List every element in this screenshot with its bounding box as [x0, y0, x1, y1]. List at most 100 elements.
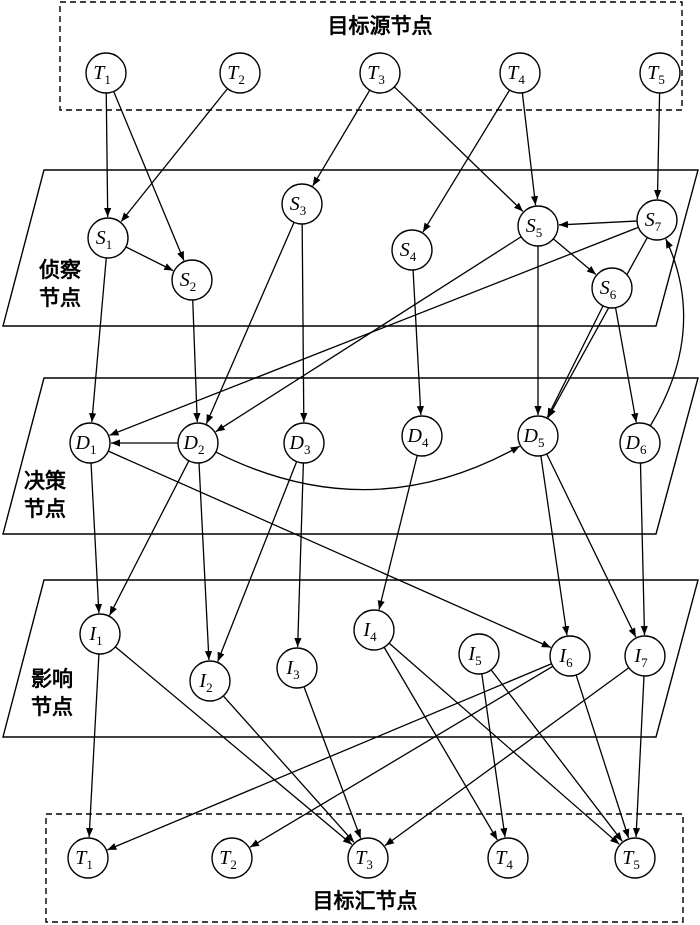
node-label: S2 — [180, 269, 197, 294]
edge-i6-to-tk2 — [249, 665, 554, 848]
edge-i5-to-tk5 — [490, 669, 623, 842]
node-d5: D5 — [517, 415, 559, 457]
node-letter: T — [367, 62, 380, 84]
node-subscript: 6 — [610, 287, 617, 302]
node-letter: D — [289, 432, 305, 454]
node-subscript: 6 — [640, 442, 647, 457]
node-circle — [636, 199, 678, 241]
recon-label-line2: 节点 — [39, 285, 81, 310]
node-label: I4 — [362, 619, 377, 644]
node-circle — [347, 837, 389, 879]
node-circle — [359, 52, 401, 94]
node-i1: I1 — [79, 613, 121, 655]
node-circle — [69, 422, 111, 464]
node-i2: I2 — [189, 660, 231, 702]
node-letter: I — [198, 670, 207, 692]
node-label: D1 — [75, 432, 97, 457]
edge-ts3-to-s3 — [312, 89, 371, 187]
node-label: I3 — [285, 657, 299, 682]
node-d3: D3 — [283, 422, 325, 464]
node-subscript: 3 — [300, 203, 307, 218]
node-letter: D — [75, 432, 91, 454]
node-letter: I — [633, 645, 642, 667]
edge-d4-to-i4 — [377, 455, 418, 610]
edge-s4-to-d4 — [412, 269, 424, 416]
node-d4: D4 — [401, 415, 443, 457]
edge-s1-to-d1 — [89, 257, 107, 423]
node-letter: I — [88, 623, 97, 645]
node-subscript: 5 — [475, 653, 482, 668]
edge-i2-to-tk3 — [222, 695, 355, 843]
node-s6: S6 — [591, 267, 633, 309]
node-s3: S3 — [281, 183, 323, 225]
node-s1: S1 — [87, 217, 129, 259]
edge-i6-to-tk1 — [107, 663, 552, 851]
node-letter: I — [558, 645, 567, 667]
node-circle — [283, 422, 325, 464]
sink-group-label: 目标汇节点 — [313, 888, 418, 913]
edge-s7-to-d5 — [547, 237, 648, 418]
node-label: S4 — [400, 239, 417, 264]
node-circle — [517, 205, 559, 247]
edge-d6-to-i7 — [639, 462, 648, 636]
decision-plane — [2, 377, 699, 535]
node-subscript: 3 — [304, 442, 311, 457]
node-circle — [276, 647, 318, 689]
node-circle — [67, 837, 109, 879]
node-subscript: 1 — [104, 72, 111, 87]
node-circle — [499, 52, 541, 94]
node-circle — [549, 635, 591, 677]
node-tk3: T3 — [347, 837, 389, 879]
node-letter: D — [625, 432, 641, 454]
node-s7: S7 — [636, 199, 678, 241]
node-label: I1 — [88, 623, 102, 648]
edge-s7-to-d1 — [109, 226, 639, 436]
node-subscript: 6 — [566, 655, 573, 670]
edge-s6-to-d6 — [614, 307, 639, 423]
node-label: D6 — [625, 432, 647, 457]
node-label: T4 — [495, 847, 513, 872]
node-subscript: 2 — [206, 680, 213, 695]
edge-s1-to-s2 — [125, 246, 174, 272]
edge-s6-to-d5 — [546, 305, 604, 418]
node-s4: S4 — [391, 229, 433, 271]
edge-ts4-to-s5 — [521, 92, 539, 206]
edge-ts4-to-s4 — [422, 89, 511, 233]
node-letter: T — [355, 847, 368, 869]
node-subscript: 7 — [641, 655, 648, 670]
node-subscript: 3 — [293, 667, 300, 682]
node-circle — [219, 52, 261, 94]
node-label: S3 — [290, 193, 307, 218]
node-label: T1 — [93, 62, 111, 87]
node-subscript: 5 — [633, 857, 640, 872]
node-letter: T — [219, 847, 232, 869]
node-label: T2 — [219, 847, 237, 872]
edge-i5-to-tk4 — [481, 673, 508, 838]
edge-s5-to-d2 — [215, 236, 522, 433]
node-circle — [614, 837, 656, 879]
node-label: S7 — [645, 209, 662, 234]
sink-group-frame — [45, 813, 684, 923]
edge-i6-to-tk5 — [575, 674, 630, 839]
edge-d6-to-s7 — [649, 238, 685, 427]
node-circle — [171, 259, 213, 301]
node-letter: T — [622, 847, 635, 869]
edge-i1-to-tk1 — [86, 653, 100, 838]
node-letter: I — [362, 619, 371, 641]
node-label: D4 — [407, 425, 429, 450]
node-subscript: 4 — [410, 249, 417, 264]
node-subscript: 2 — [238, 72, 245, 87]
node-subscript: 2 — [198, 442, 205, 457]
node-label: T3 — [355, 847, 373, 872]
edge-i4-to-tk5 — [388, 642, 620, 845]
node-letter: S — [645, 209, 655, 231]
node-subscript: 2 — [190, 279, 197, 294]
node-letter: T — [227, 62, 240, 84]
edge-i1-to-tk3 — [114, 646, 353, 846]
node-ts2: T2 — [219, 52, 261, 94]
edge-ts3-to-s5 — [393, 86, 524, 212]
node-letter: S — [526, 215, 536, 237]
node-d6: D6 — [619, 422, 661, 464]
node-subscript: 1 — [90, 442, 97, 457]
